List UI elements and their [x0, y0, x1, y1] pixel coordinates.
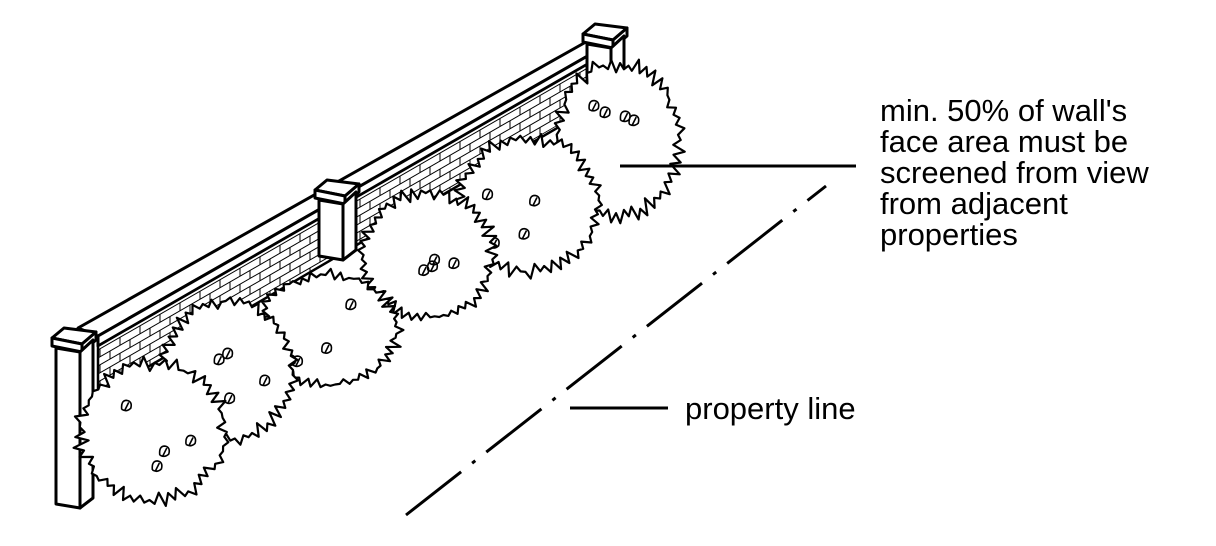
leaf-mark	[448, 257, 460, 270]
leaf-mark	[223, 392, 236, 405]
wall-screening-note-line-5: properties	[880, 217, 1018, 252]
leaf-mark	[588, 99, 600, 112]
leaf-mark	[185, 434, 197, 447]
leaf-mark	[599, 106, 611, 119]
pillar-1	[50, 326, 98, 510]
leaf-mark	[481, 188, 494, 201]
wall-screening-note-line-2: face area must be	[880, 124, 1129, 159]
leaf-mark	[151, 460, 163, 473]
property-line	[405, 184, 827, 517]
pillar-2	[313, 178, 361, 262]
shrub-6	[72, 355, 230, 507]
leaf-mark	[428, 253, 441, 266]
shrub-3	[356, 188, 499, 322]
wall-screening-note: min. 50% of wall's face area must be scr…	[880, 95, 1149, 250]
wall-screening-note-line-1: min. 50% of wall's	[880, 93, 1128, 128]
leaf-mark	[529, 194, 541, 207]
leaf-mark	[222, 347, 234, 360]
leaf-mark	[120, 399, 133, 412]
leaf-mark	[158, 445, 171, 458]
wall-screening-note-line-4: from adjacent	[880, 186, 1068, 221]
leaf-mark	[518, 227, 530, 240]
leaf-mark	[418, 264, 430, 277]
property-line-label: property line	[685, 391, 856, 426]
wall-screening-note-line-3: screened from view	[880, 155, 1149, 190]
leaf-mark	[345, 298, 357, 311]
leaf-mark	[628, 114, 640, 127]
leaf-mark	[259, 374, 271, 387]
shrub-row	[72, 58, 686, 507]
leaf-mark	[321, 342, 333, 354]
leaf-mark	[619, 110, 631, 123]
